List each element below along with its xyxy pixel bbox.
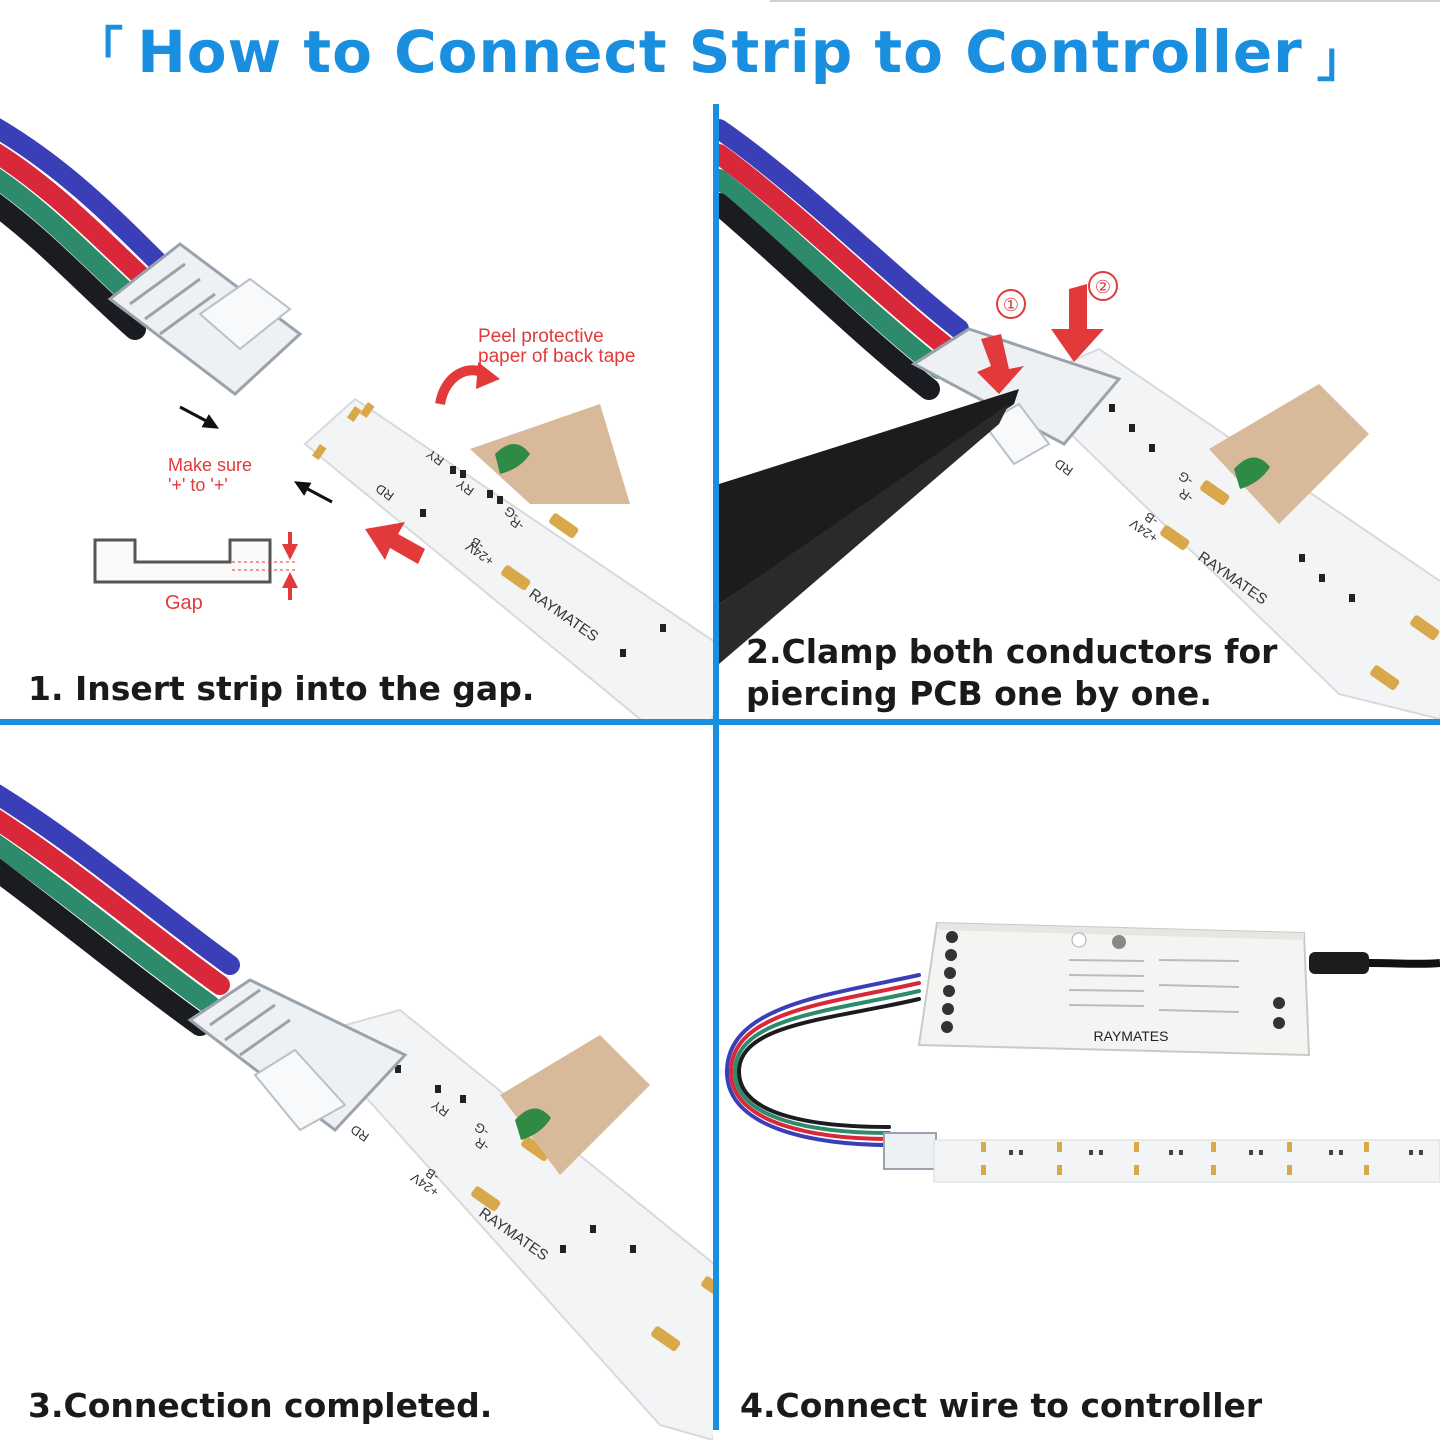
- step-2-caption-line1: 2.Clamp both conductors for: [746, 632, 1278, 671]
- step-1-panel: RAYMATES RD RY RY -G -R -B +24V P: [0, 104, 713, 719]
- pliers-tool: [719, 389, 1019, 664]
- step-4-caption: 4.Connect wire to controller: [740, 1386, 1263, 1425]
- peel-label-line2: paper of back tape: [478, 346, 635, 367]
- strip-label-g: -G: [501, 503, 521, 524]
- gap-label: Gap: [165, 592, 203, 614]
- back-tape-paper: [500, 1035, 650, 1175]
- insert-red-arrow-icon: [365, 522, 425, 564]
- step-4-illustration: RAYMATES: [724, 921, 1440, 1183]
- step-3-panel: RAYMATES RD RY -G -R -B +24V 3.Connectio…: [0, 725, 713, 1440]
- led-strip: RAYMATES RD -G -R -B +24V: [1017, 347, 1440, 719]
- vertical-divider: [713, 104, 719, 1430]
- peel-label-line1: Peel protective: [478, 326, 604, 347]
- marker-2-icon: ②: [1051, 271, 1118, 362]
- rgb-wire-bundle: [719, 119, 969, 400]
- insert-direction-arrows: [179, 405, 333, 504]
- led-strip: RAYMATES RD RY -G -R -B +24V: [308, 1008, 713, 1440]
- step-2-illustration: RAYMATES RD -G -R -B +24V ①: [719, 119, 1440, 719]
- title-bracket-close: 」: [1316, 32, 1365, 88]
- controller-brand-label: RAYMATES: [1094, 1028, 1169, 1044]
- page-title: 「 How to Connect Strip to Controller 」: [0, 0, 1440, 104]
- title-bracket-open: 「: [75, 22, 124, 78]
- strip-label-g: -G: [471, 1119, 491, 1140]
- marker-1-icon: ①: [977, 289, 1026, 394]
- step-2-panel: RAYMATES RD -G -R -B +24V ①: [719, 104, 1440, 719]
- rgb-wire-bundle: [0, 784, 240, 1036]
- make-sure-label-line1: Make sure: [168, 455, 252, 475]
- strip-label-rd: RD: [1052, 456, 1076, 479]
- connector-clip: [187, 978, 408, 1133]
- gap-diagram: [93, 538, 295, 584]
- marker-2-label: ②: [1095, 277, 1111, 298]
- title-text: How to Connect Strip to Controller: [137, 18, 1303, 86]
- rgb-wire-loop: [724, 973, 921, 1147]
- strip-label-g: -G: [1175, 468, 1195, 489]
- marker-1-label: ①: [1003, 295, 1019, 316]
- step-4-panel: RAYMATES: [719, 725, 1440, 1440]
- horizontal-divider: [0, 719, 1440, 725]
- top-rule: [770, 0, 1440, 2]
- back-tape-paper: [1209, 384, 1369, 524]
- led-strip: RAYMATES RD RY RY -G -R -B +24V: [303, 397, 713, 719]
- strip-label-rd: RD: [348, 1122, 372, 1145]
- step-3-caption: 3.Connection completed.: [28, 1386, 493, 1425]
- gap-arrows-icon: [282, 532, 298, 600]
- step-1-caption: 1. Insert strip into the gap.: [28, 669, 535, 708]
- step-1-illustration: RAYMATES RD RY RY -G -R -B +24V P: [0, 118, 713, 719]
- step-2-caption-line2: piercing PCB one by one.: [746, 674, 1212, 713]
- connector-clip: [107, 242, 303, 396]
- step-3-illustration: RAYMATES RD RY -G -R -B +24V: [0, 784, 713, 1440]
- led-strip: [933, 1139, 1440, 1183]
- connector-clip: [883, 1132, 937, 1170]
- step-2-caption: 2.Clamp both conductors for piercing PCB…: [746, 631, 1277, 715]
- make-sure-label-line2: '+' to '+': [168, 475, 228, 495]
- back-tape-paper: [470, 404, 630, 504]
- peel-arrow-head: [476, 362, 500, 389]
- power-cable: [1309, 952, 1440, 974]
- controller-box: RAYMATES: [917, 921, 1311, 1057]
